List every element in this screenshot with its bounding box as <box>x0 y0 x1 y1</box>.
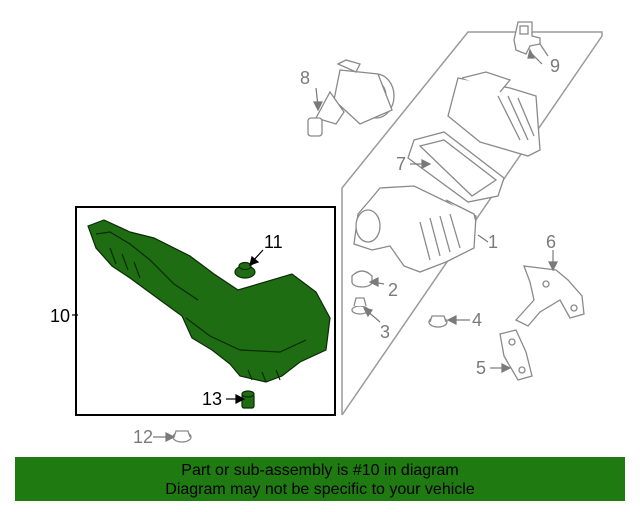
callout-8: 8 <box>300 68 310 88</box>
part-5-bracket <box>499 329 533 381</box>
part-2-grommet <box>351 270 373 288</box>
parts-diagram: 1 2 3 4 5 6 7 8 9 10 11 12 13 <box>50 21 603 447</box>
callout-5: 5 <box>476 358 486 378</box>
leader-lines <box>153 48 558 442</box>
part-6-bracket <box>514 265 585 327</box>
assembly-bracket-line <box>341 31 603 415</box>
callout-12: 12 <box>133 427 153 447</box>
callout-3: 3 <box>380 322 390 342</box>
callout-11: 11 <box>264 232 283 252</box>
callout-6: 6 <box>546 232 556 252</box>
callout-10: 10 <box>50 306 70 326</box>
part-9-sensor <box>513 21 549 57</box>
part-7-air-filter <box>407 131 505 203</box>
part-10-air-duct <box>87 219 331 383</box>
callout-13: 13 <box>202 389 222 409</box>
callout-2: 2 <box>388 280 398 300</box>
callout-9: 9 <box>550 56 560 76</box>
part-8-air-intake-hose <box>307 59 395 137</box>
callout-1: 1 <box>488 232 498 252</box>
banner-line-1: Part or sub-assembly is #10 in diagram <box>181 462 459 479</box>
disclaimer-banner: Part or sub-assembly is #10 in diagram D… <box>15 457 625 501</box>
callout-4: 4 <box>472 310 482 330</box>
part-1-lower-housing <box>353 185 477 273</box>
part-10-highlight-box <box>75 206 336 416</box>
callouts: 1 2 3 4 5 6 7 8 9 10 11 12 13 <box>50 56 560 447</box>
callout-7: 7 <box>396 154 406 174</box>
part-4-grommet <box>428 315 448 328</box>
part-13-cap <box>241 390 255 409</box>
part-11-grommet <box>234 261 256 279</box>
banner-line-2: Diagram may not be specific to your vehi… <box>165 481 475 498</box>
part-12-clip <box>172 430 192 443</box>
part-1-upper-housing <box>447 71 541 157</box>
leader-lines-dark <box>72 249 264 404</box>
